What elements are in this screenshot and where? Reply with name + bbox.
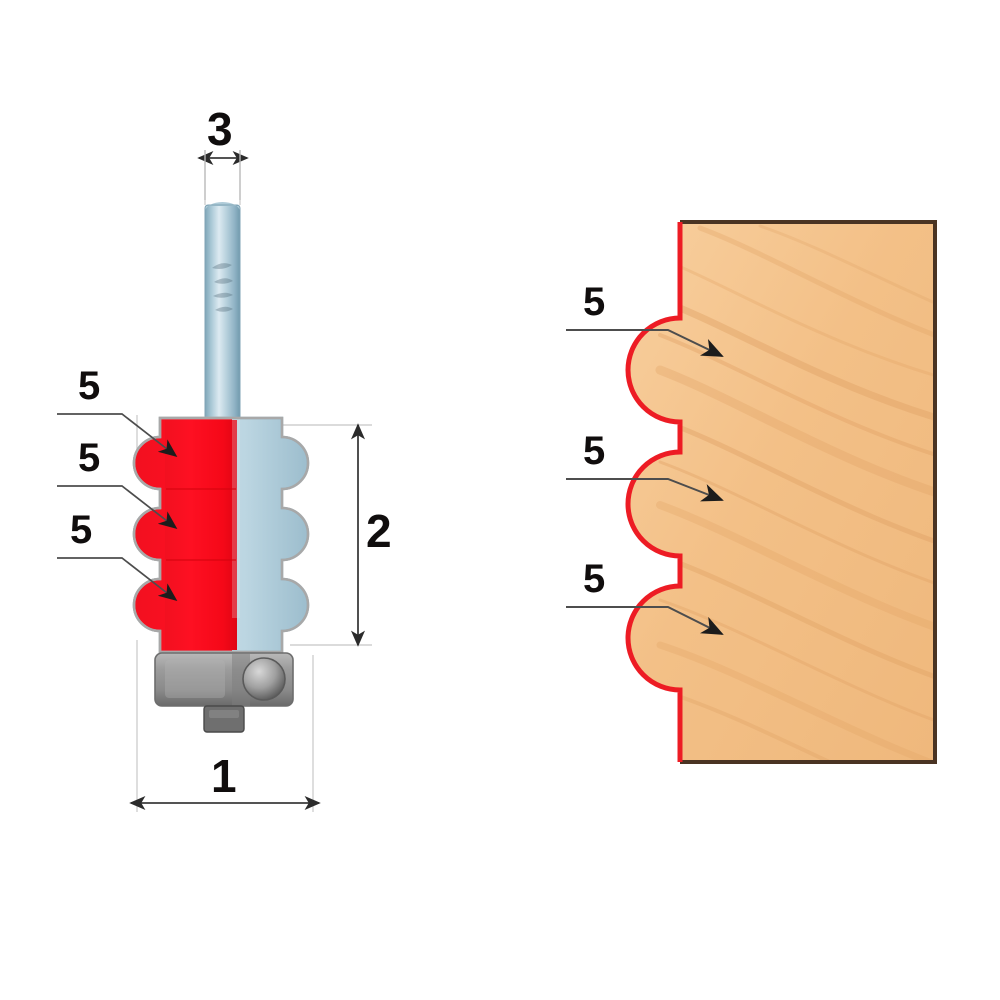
wood-grain	[655, 224, 935, 762]
wood-callout-leaders	[566, 329, 724, 635]
carbide-face	[165, 420, 237, 650]
cove-profile-edge	[625, 222, 683, 762]
wood-callout-middle-label: 5	[583, 429, 606, 473]
machined-wood-workpiece	[625, 220, 937, 764]
bit-callout-middle-leader	[57, 485, 178, 530]
wood-callout-top-label: 5	[583, 280, 606, 324]
wood-callout-bottom-leader	[566, 606, 724, 635]
bearing-ball	[242, 657, 286, 701]
bit-callout-leaders	[57, 413, 178, 602]
shank-engraving	[212, 263, 233, 312]
bit-callout-top-label: 5	[78, 364, 101, 408]
dimension-3-line	[197, 150, 249, 200]
cutter-head	[132, 416, 310, 654]
bearing-screw	[203, 705, 245, 733]
wood-border	[680, 220, 937, 764]
dimension-label-1: 1	[211, 750, 237, 802]
bead-seams	[166, 488, 236, 561]
wood-callout-bottom-label: 5	[583, 557, 606, 601]
ball-bearing-guide	[154, 652, 294, 707]
shank	[204, 202, 241, 436]
dimension-label-3: 3	[207, 103, 233, 155]
bit-callout-bottom-leader	[57, 557, 178, 602]
bit-callout-top-leader	[57, 413, 178, 458]
wood-callout-middle-leader	[566, 478, 724, 502]
dimension-label-2: 2	[366, 505, 392, 557]
wood-callout-top-leader	[566, 329, 724, 357]
bit-callout-middle-label: 5	[78, 436, 101, 480]
bit-callout-bottom-label: 5	[70, 508, 93, 552]
